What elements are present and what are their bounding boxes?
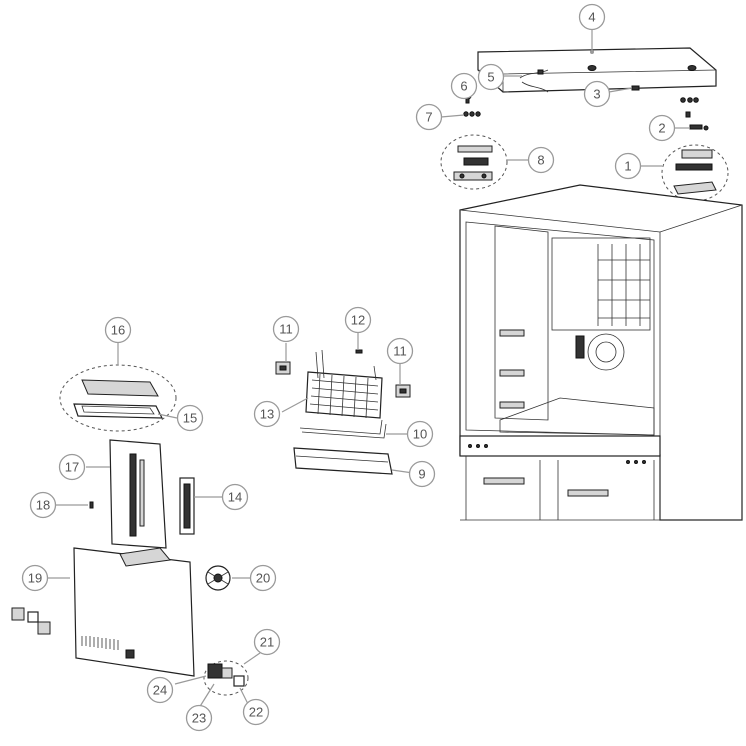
callout-18: 18 — [29, 491, 57, 519]
callout-20: 20 — [249, 564, 277, 592]
callout-1: 1 — [614, 152, 642, 180]
refrigerator-cabinet — [459, 184, 743, 521]
callout-7: 7 — [415, 103, 443, 131]
callout-11-right: 11 — [386, 337, 414, 365]
callout-11-left: 11 — [272, 315, 300, 343]
svg-text:15: 15 — [183, 411, 197, 426]
vent-grille — [81, 636, 119, 650]
relay-group — [203, 660, 249, 696]
svg-text:18: 18 — [36, 498, 50, 513]
leader-lines — [48, 30, 690, 709]
svg-text:11: 11 — [279, 322, 293, 337]
svg-text:5: 5 — [487, 70, 494, 85]
svg-text:22: 22 — [249, 705, 263, 720]
svg-text:12: 12 — [351, 313, 365, 328]
svg-text:10: 10 — [413, 427, 427, 442]
evaporator-grid — [597, 244, 650, 326]
callout-16: 16 — [104, 316, 132, 344]
callout-8: 8 — [527, 146, 555, 174]
svg-text:19: 19 — [28, 571, 42, 586]
small-pin — [89, 501, 94, 509]
callout-15: 15 — [176, 404, 204, 432]
callout-10: 10 — [406, 420, 434, 448]
callout-12: 12 — [344, 306, 372, 334]
callout-17: 17 — [58, 453, 86, 481]
left-small-parts — [11, 607, 51, 635]
defrost-heater — [299, 419, 387, 439]
svg-text:9: 9 — [418, 467, 425, 482]
svg-text:21: 21 — [260, 635, 274, 650]
callout-5: 5 — [477, 63, 505, 91]
hinge-group-left — [440, 134, 508, 190]
svg-text:2: 2 — [658, 121, 665, 136]
svg-text:6: 6 — [460, 79, 467, 94]
callout-23: 23 — [185, 704, 213, 732]
drain-pan — [293, 447, 393, 475]
svg-text:24: 24 — [153, 683, 167, 698]
svg-text:11: 11 — [393, 344, 407, 359]
condenser-fan — [205, 565, 231, 591]
hinge-group-right — [661, 144, 729, 202]
cover-plate-group — [59, 364, 177, 432]
svg-text:7: 7 — [425, 110, 432, 125]
callout-21: 21 — [253, 628, 281, 656]
svg-text:1: 1 — [624, 159, 631, 174]
svg-text:3: 3 — [593, 87, 600, 102]
machine-compartment-cover — [73, 547, 195, 677]
wire-harness — [519, 69, 549, 93]
svg-text:23: 23 — [192, 711, 206, 726]
svg-text:16: 16 — [111, 323, 125, 338]
svg-text:17: 17 — [65, 460, 79, 475]
evaporator-coil — [305, 349, 383, 419]
callout-22: 22 — [242, 698, 270, 726]
svg-text:13: 13 — [260, 407, 274, 422]
callout-2: 2 — [648, 114, 676, 142]
callout-9: 9 — [408, 460, 436, 488]
evaporator-clips — [275, 349, 411, 398]
callout-24: 24 — [146, 676, 174, 704]
callout-6: 6 — [450, 72, 478, 100]
callout-4: 4 — [578, 3, 606, 31]
side-bracket — [179, 477, 195, 535]
screws-and-clips — [463, 85, 709, 131]
callout-13: 13 — [253, 400, 281, 428]
svg-text:8: 8 — [537, 153, 544, 168]
rear-panel — [109, 439, 167, 549]
callout-14: 14 — [221, 483, 249, 511]
callout-19: 19 — [21, 564, 49, 592]
svg-text:4: 4 — [588, 10, 595, 25]
svg-text:14: 14 — [228, 490, 242, 505]
callout-3: 3 — [583, 80, 611, 108]
svg-text:20: 20 — [256, 571, 270, 586]
